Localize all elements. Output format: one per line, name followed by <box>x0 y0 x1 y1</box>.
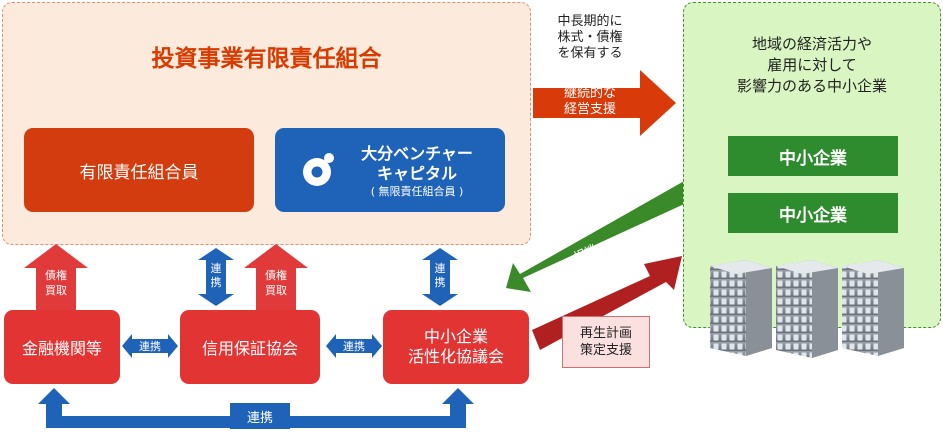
sme-label-1: 中小企業 <box>779 148 847 169</box>
coop-horizontal-arrow-icon-2 <box>326 334 382 358</box>
building-1 <box>710 260 772 356</box>
bank-box: 金融機関等 <box>4 310 120 384</box>
support-line2: 経営支援 <box>563 102 616 117</box>
guarantee-box: 信用保証協会 <box>180 310 320 384</box>
debt-buy-arrow-icon-2 <box>244 244 308 285</box>
debt-buy-line2-2: 買取 <box>265 284 287 297</box>
gp-name-line2: キャピタル <box>376 164 457 183</box>
region-title-line3: 影響力のある中小企業 <box>736 77 887 95</box>
coop-vertical-label: 連 携 <box>210 262 222 289</box>
support-arrow-icon <box>533 70 676 136</box>
building-3 <box>842 260 904 356</box>
hold-line1: 中長期的に <box>557 14 623 29</box>
debt-buy-arrow-icon <box>24 244 88 285</box>
sme-box-1: 中小企業 <box>728 136 898 176</box>
fund-title: 投資事業有限責任組合 <box>151 46 382 72</box>
hold-line3: を保有する <box>557 46 623 61</box>
bank-label: 金融機関等 <box>21 339 102 358</box>
consult-arrow-icon <box>506 180 693 292</box>
coop-bottom-arrow-icon <box>38 388 474 428</box>
council-line2: 活性化協議会 <box>407 347 504 366</box>
region-title-line1: 地域の経済活力や <box>751 35 872 53</box>
coop-vertical-arrow-icon-2 <box>422 248 458 306</box>
council-line1: 中小企業 <box>423 327 488 346</box>
coop-horizontal-label: 連携 <box>139 340 161 353</box>
coop-vertical-arrow-icon <box>198 248 234 306</box>
council-box: 中小企業 活性化協議会 <box>383 310 529 384</box>
coop-vertical-label-2: 連 携 <box>434 262 446 289</box>
region-title-line2: 雇用に対して <box>767 56 857 74</box>
debt-buy-line2: 買取 <box>45 284 67 297</box>
revitalization-line2: 策定支援 <box>579 343 632 358</box>
gp-role: ( 無限責任組合員 ) <box>370 185 464 198</box>
coop-horizontal-arrow-icon <box>122 334 178 358</box>
coop-bottom-label: 連携 <box>230 403 290 429</box>
hold-line2: 株式・債権 <box>557 30 623 45</box>
limited-partners-label: 有限責任組合員 <box>79 162 199 183</box>
debt-buy-line1-2: 債権 <box>265 269 287 282</box>
support-line1: 継続的な <box>563 86 616 101</box>
general-partner-box: 大分ベンチャー キャピタル ( 無限責任組合員 ) <box>275 128 505 212</box>
gp-name-line1: 大分ベンチャー <box>361 144 473 163</box>
revitalization-label-box: 再生計画 策定支援 <box>562 316 650 368</box>
coop-horizontal-label-2: 連携 <box>343 340 365 353</box>
limited-partners-box: 有限責任組合員 <box>24 128 254 212</box>
debt-buy-line1: 債権 <box>45 269 67 282</box>
sme-box-2: 中小企業 <box>728 193 898 233</box>
ovc-logo-icon <box>303 153 334 186</box>
revitalization-line1: 再生計画 <box>579 326 632 341</box>
guarantee-label: 信用保証協会 <box>201 339 298 358</box>
building-2 <box>776 260 838 358</box>
sme-label-2: 中小企業 <box>779 205 847 226</box>
